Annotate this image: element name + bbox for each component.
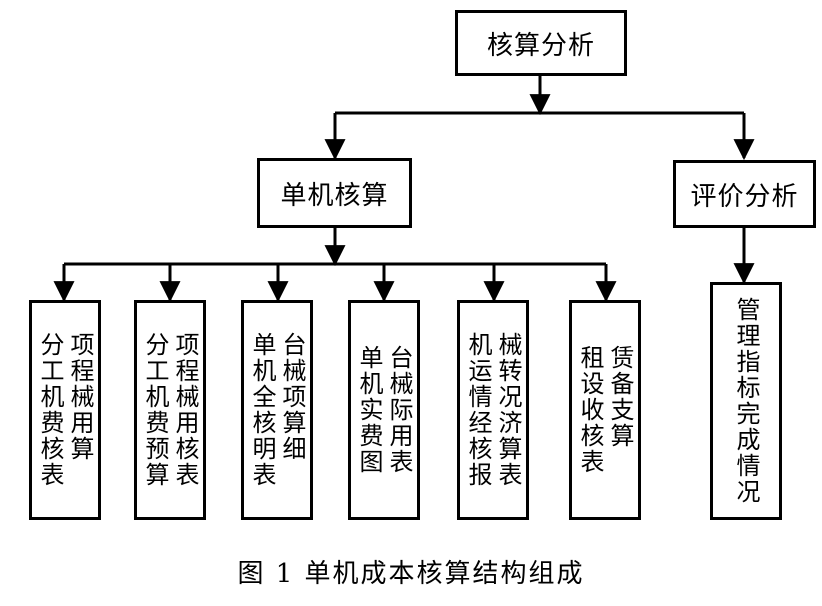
node-leaf-4: 台械际用表 单机实费图 (348, 300, 420, 520)
node-leaf-7-label: 管理指标完成情况 (732, 297, 760, 505)
node-leaf-5-label: 械转况济算表 机运情经核报 (464, 332, 522, 488)
node-leaf-6-label: 赁备支算 租设收核表 (576, 345, 634, 475)
node-leaf-5: 械转况济算表 机运情经核报 (457, 300, 529, 520)
node-root: 核算分析 (455, 10, 627, 76)
node-leaf-4-label: 台械际用表 单机实费图 (355, 345, 413, 475)
node-leaf-3-label: 台械项算细 单机全核明表 (248, 332, 306, 488)
node-leaf-6: 赁备支算 租设收核表 (569, 300, 641, 520)
node-root-label: 核算分析 (486, 30, 595, 61)
node-danji-hesuan-label: 单机核算 (280, 180, 389, 211)
node-leaf-1: 项程械用算 分工机费核表 (29, 300, 101, 520)
figure-caption: 图 1 单机成本核算结构组成 (237, 559, 585, 589)
node-leaf-2: 项程械用核表 分工机费预算 (134, 300, 206, 520)
node-pingjia-fenxi-label: 评价分析 (690, 181, 799, 212)
node-leaf-1-label: 项程械用算 分工机费核表 (36, 332, 94, 488)
node-leaf-2-label: 项程械用核表 分工机费预算 (141, 332, 199, 488)
node-pingjia-fenxi: 评价分析 (673, 160, 816, 228)
node-leaf-7: 管理指标完成情况 (710, 282, 782, 520)
node-danji-hesuan: 单机核算 (257, 158, 412, 228)
node-leaf-3: 台械项算细 单机全核明表 (241, 300, 313, 520)
